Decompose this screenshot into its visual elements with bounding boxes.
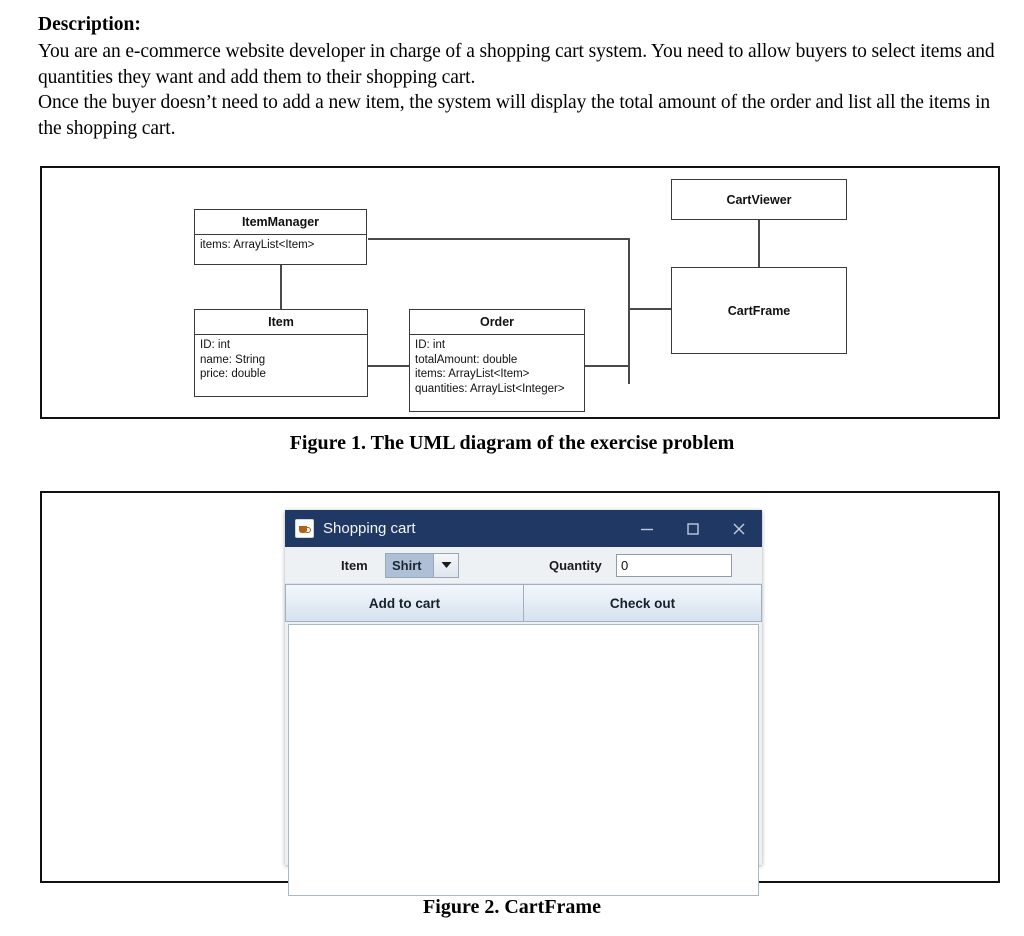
description-paragraph-1: You are an e-commerce website developer … xyxy=(38,41,995,88)
uml-attribute: ID: int xyxy=(415,339,446,351)
item-select-value: Shirt xyxy=(386,553,433,577)
item-select[interactable]: Shirt xyxy=(385,552,459,578)
uml-connector-trunk xyxy=(628,238,630,384)
buttons-row: Add to cart Check out xyxy=(285,584,762,622)
uml-attribute: name: String xyxy=(200,353,266,366)
uml-connector-itemmanager-right xyxy=(368,238,630,240)
shopping-cart-window: Shopping cart Item Shirt xyxy=(285,510,762,896)
description-paragraph-2: Once the buyer doesn’t need to add a new… xyxy=(38,92,991,139)
uml-class-cartframe-title: CartFrame xyxy=(727,303,791,318)
uml-attribute: totalAmount: double xyxy=(415,353,518,366)
uml-connector-itemmanager-item xyxy=(280,264,282,310)
uml-attribute: items: ArrayList<Item> xyxy=(415,368,530,381)
description-block: Description: You are an e-commerce websi… xyxy=(38,12,1004,141)
uml-class-order-attributes: ID: int totalAmount: double items: Array… xyxy=(410,335,584,399)
quantity-input[interactable] xyxy=(616,553,732,577)
uml-connector-order-trunk xyxy=(584,365,630,367)
uml-connector-trunk-cartframe xyxy=(628,308,672,310)
quantity-label: Quantity xyxy=(549,557,602,573)
uml-attribute: quantities: ArrayList<Integer> xyxy=(415,382,565,395)
uml-class-cartviewer-title: CartViewer xyxy=(726,192,792,207)
uml-class-cartviewer-body: CartViewer xyxy=(672,180,846,219)
uml-class-cartframe: CartFrame xyxy=(671,267,847,354)
uml-class-itemmanager: ItemManager items: ArrayList<Item> xyxy=(194,209,367,265)
window-titlebar[interactable]: Shopping cart xyxy=(285,510,762,547)
uml-attribute: items: ArrayList<Item> xyxy=(200,239,315,251)
check-out-button[interactable]: Check out xyxy=(523,584,762,622)
maximize-icon[interactable] xyxy=(670,510,716,547)
uml-class-order-title: Order xyxy=(410,310,584,335)
uml-connector-item-order xyxy=(367,365,410,367)
uml-connector-cartviewer-cartframe xyxy=(758,219,760,268)
uml-class-cartviewer: CartViewer xyxy=(671,179,847,220)
uml-attribute: ID: int xyxy=(200,339,231,351)
figure-2-frame: Shopping cart Item Shirt xyxy=(40,491,1000,896)
controls-panel: Item Shirt Quantity xyxy=(285,547,762,584)
cart-list-area[interactable] xyxy=(288,624,759,896)
window-title: Shopping cart xyxy=(323,520,416,537)
uml-class-cartframe-body: CartFrame xyxy=(672,268,846,353)
add-to-cart-button[interactable]: Add to cart xyxy=(285,584,524,622)
figure-2-caption: Figure 2. CartFrame xyxy=(423,896,601,918)
minimize-icon[interactable] xyxy=(624,510,670,547)
close-icon[interactable] xyxy=(716,510,762,547)
uml-class-order: Order ID: int totalAmount: double items:… xyxy=(409,309,585,412)
figure-1-frame: ItemManager items: ArrayList<Item> Item … xyxy=(40,166,1000,419)
uml-class-itemmanager-title: ItemManager xyxy=(195,210,366,235)
java-coffee-cup-icon xyxy=(295,519,314,538)
description-heading: Description: xyxy=(38,14,141,35)
uml-diagram: ItemManager items: ArrayList<Item> Item … xyxy=(42,168,998,417)
uml-class-item: Item ID: int name: String price: double xyxy=(194,309,368,397)
chevron-down-icon[interactable] xyxy=(433,553,458,577)
uml-attribute: price: double xyxy=(200,368,266,381)
window-controls xyxy=(624,510,762,547)
uml-class-item-title: Item xyxy=(195,310,367,335)
figure-1-caption: Figure 1. The UML diagram of the exercis… xyxy=(289,432,735,454)
item-label: Item xyxy=(341,557,368,573)
uml-class-itemmanager-attributes: items: ArrayList<Item> xyxy=(195,235,366,256)
uml-class-item-attributes: ID: int name: String price: double xyxy=(195,335,367,385)
